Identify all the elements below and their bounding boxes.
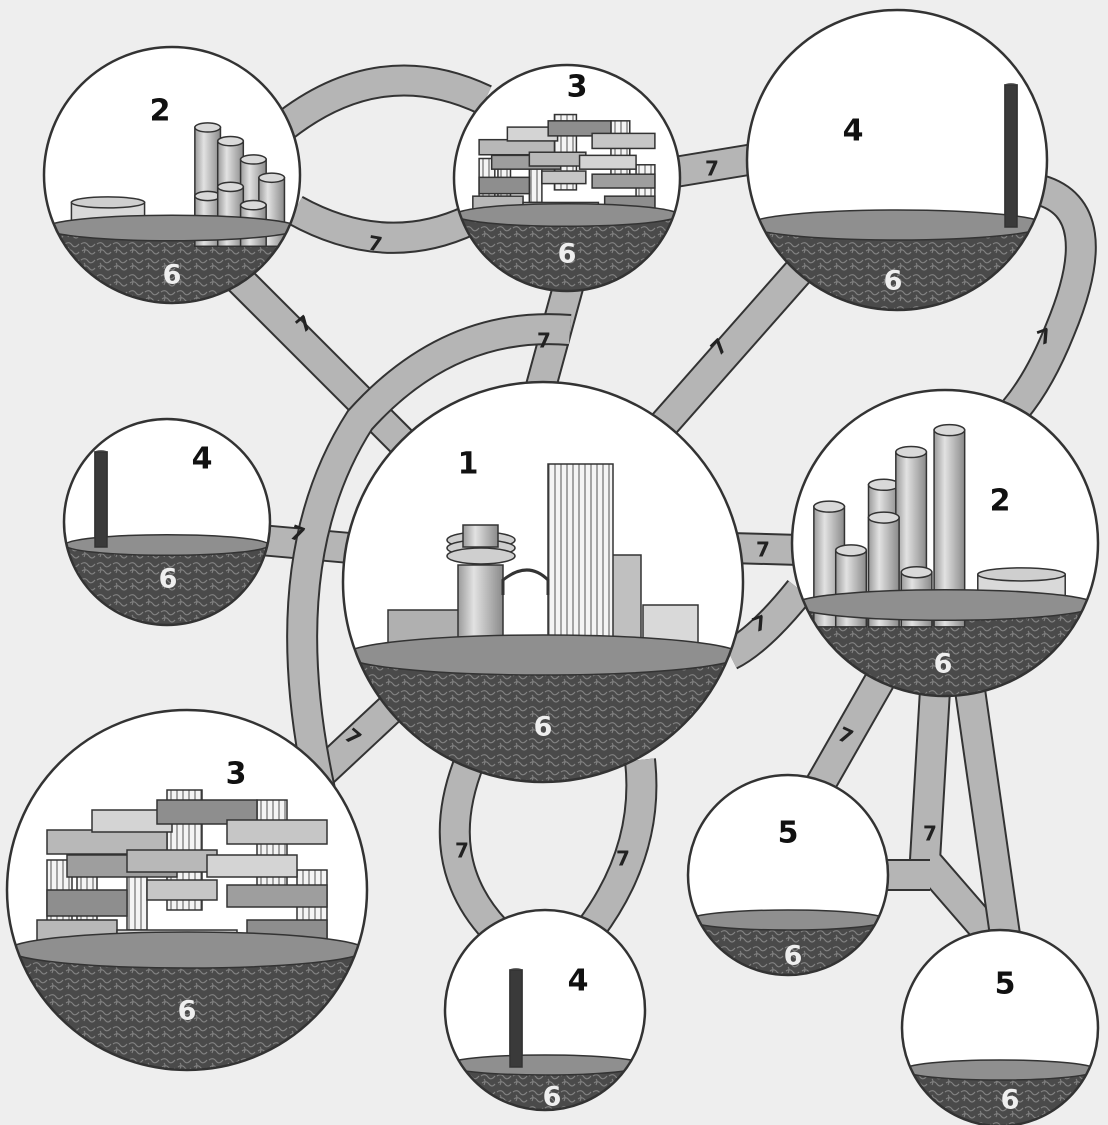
bubble-number-label: 3 [226, 757, 247, 792]
ground-surface [688, 909, 888, 931]
connector-layer [218, 64, 1097, 946]
ground-surface [902, 1059, 1098, 1081]
slab-block [226, 819, 328, 845]
bubble-b1 [341, 380, 745, 784]
bubble-label-layer: 1 6 2 6 3 6 4 6 4 6 2 6 3 6 4 6 5 6 5 6 [150, 70, 1020, 1116]
ground-surface [454, 202, 680, 228]
bubble-number-label: 4 [843, 114, 864, 149]
ground-number-label: 6 [178, 996, 197, 1027]
bubble-number-label: 3 [567, 70, 588, 105]
bubble-layer [5, 8, 1100, 1125]
bubble-number-label: 2 [990, 484, 1011, 519]
bubble-number-label: 4 [568, 964, 589, 999]
striped-tower [547, 463, 614, 665]
connector-tube [288, 197, 476, 252]
connector-tube [956, 688, 1019, 937]
bubble-outline [790, 388, 1100, 698]
slab-block [578, 154, 637, 170]
bubble-number-label: 1 [458, 447, 479, 482]
connector-tube [729, 534, 801, 564]
connector-tube [440, 754, 506, 940]
connector-label: 7 [455, 839, 469, 863]
slab-block [547, 120, 612, 137]
ground-surface [44, 214, 300, 242]
ground-number-label: 6 [159, 564, 178, 595]
ground-number-label: 6 [884, 266, 903, 297]
connector-tube [723, 581, 811, 668]
ground-number-label: 6 [163, 260, 182, 291]
bubble-outline [42, 45, 302, 305]
bubble-number-label: 4 [192, 442, 213, 477]
chimney [1004, 84, 1018, 228]
connector-label: 7 [537, 329, 551, 353]
ground-number-label: 6 [534, 712, 553, 743]
slab-block [146, 879, 218, 901]
bubble-outline [745, 8, 1049, 312]
tower-ring [446, 547, 516, 565]
chimney [94, 451, 108, 548]
tower-cap [462, 524, 499, 548]
ground-number-label: 6 [1001, 1085, 1020, 1116]
slab-block [528, 151, 587, 167]
connector-tube [807, 673, 893, 792]
slab-block [46, 889, 128, 917]
ground-number-label: 6 [543, 1082, 562, 1113]
bubble-outline [443, 908, 647, 1112]
connector-tube [639, 260, 811, 450]
slab-block [226, 884, 328, 908]
connector-label: 7 [923, 822, 937, 846]
ground-number-label: 6 [784, 941, 803, 972]
slab-block [206, 854, 298, 878]
ground-number-label: 6 [558, 239, 577, 270]
bubble-outline [452, 63, 682, 293]
bubble-outline [5, 708, 369, 1072]
connector-tube [273, 66, 492, 140]
slab-block [591, 132, 656, 150]
chimney [509, 969, 523, 1068]
connector-label: 7 [616, 847, 630, 871]
ground-surface [344, 634, 742, 676]
bubble-outline [62, 417, 272, 627]
ground-surface [8, 931, 366, 969]
slab-block [478, 176, 531, 195]
striped-tower [256, 799, 288, 901]
ground-surface [445, 1054, 645, 1076]
slab-block [541, 170, 587, 185]
connector-label: 7 [366, 230, 384, 256]
bubble-outline [900, 928, 1100, 1125]
ground-surface [792, 588, 1098, 622]
bubble-outline [341, 380, 745, 784]
bubble-outline [686, 773, 890, 977]
slab-block [126, 849, 218, 873]
bubble-number-label: 5 [778, 816, 799, 851]
connector-tube [1004, 176, 1095, 419]
connector-tube [288, 315, 572, 793]
bubble-number-label: 2 [150, 94, 171, 129]
connector-label: 7 [705, 157, 719, 181]
bubble-b3a [452, 63, 682, 293]
ground-number-label: 6 [934, 649, 953, 680]
connector-label: 7 [756, 538, 770, 562]
connector-label-layer: 7 7 7 7 7 7 7 7 7 7 7 7 7 7 [287, 157, 1055, 871]
slab-block [591, 173, 656, 189]
arch-bridge [501, 568, 550, 595]
connector-tube [220, 260, 440, 480]
connector-tube [578, 758, 656, 939]
bubble-number-label: 5 [995, 967, 1016, 1002]
ground-surface [747, 209, 1047, 241]
bubble-b4b [62, 417, 272, 627]
